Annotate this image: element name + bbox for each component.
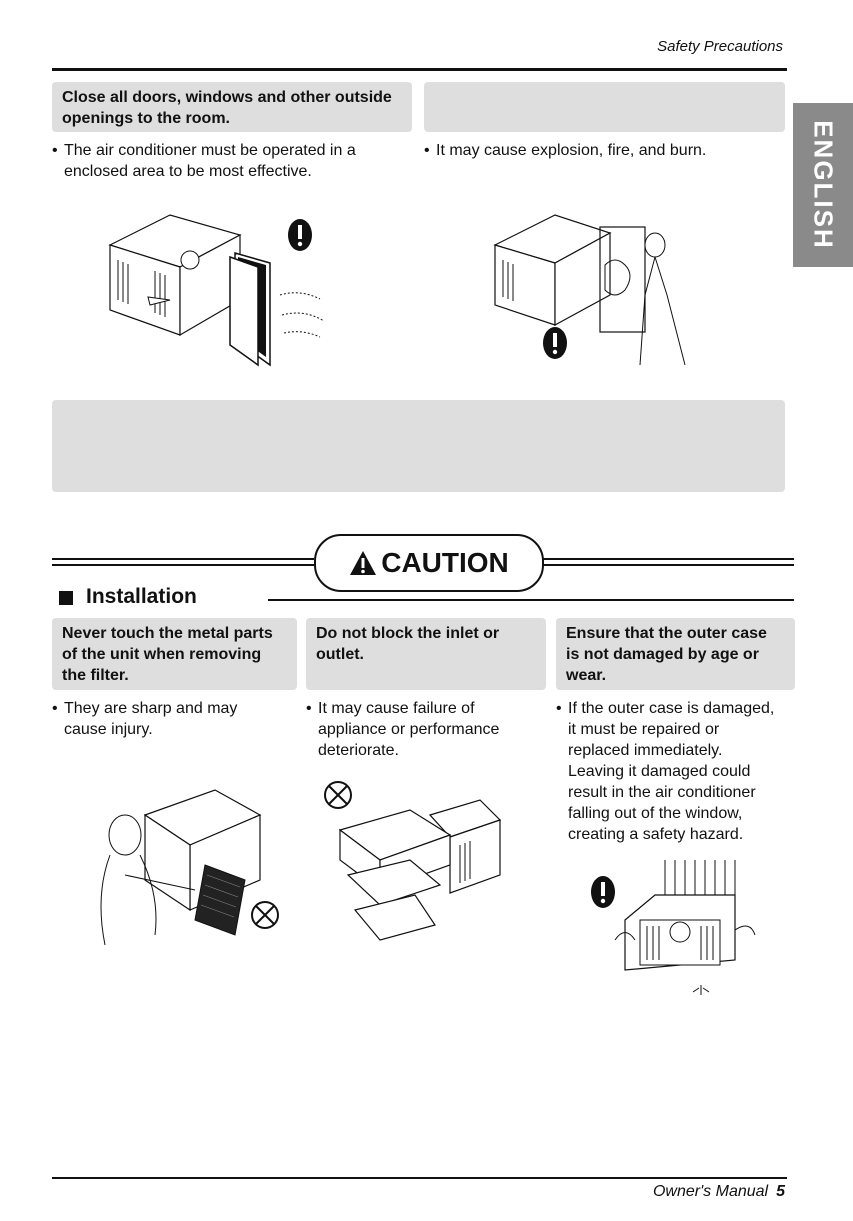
caution-label: CAUTION xyxy=(381,547,509,578)
top-left-heading-line2: openings to the room. xyxy=(62,110,230,127)
col3-heading: Ensure that the outer case is not damage… xyxy=(556,618,795,690)
footer: Owner's Manual 5 xyxy=(653,1183,785,1201)
section-title: Installation xyxy=(86,585,197,608)
warning-triangle-icon xyxy=(350,551,377,575)
door-open-illustration xyxy=(108,214,325,367)
section-square-icon xyxy=(59,591,73,605)
language-tab-label: ENGLISH xyxy=(808,120,839,250)
caution-banner: CAUTION xyxy=(52,534,794,592)
footer-rule xyxy=(52,1177,787,1179)
col1-bullet: •They are sharp and may cause injury. xyxy=(52,700,238,738)
window-woman-illustration xyxy=(493,214,686,366)
top-right-bullet: •It may cause explosion, fire, and burn. xyxy=(424,142,707,159)
damaged-case-illustration xyxy=(591,860,756,995)
top-left-bullet-line1: The air conditioner must be operated in … xyxy=(64,142,356,159)
footer-page-number: 5 xyxy=(776,1183,785,1200)
blocked-inlet-illustration xyxy=(324,781,502,941)
top-left-heading-line1: Close all doors, windows and other outsi… xyxy=(62,89,392,106)
top-left-bullet: •The air conditioner must be operated in… xyxy=(52,140,412,182)
top-right-bullet-text: It may cause explosion, fire, and burn. xyxy=(436,142,707,159)
footer-manual-title: Owner's Manual xyxy=(652,1183,769,1200)
filter-removal-illustration xyxy=(100,789,279,946)
header-rule xyxy=(52,68,787,71)
top-left-heading: Close all doors, windows and other outsi… xyxy=(52,82,412,132)
section-installation: Installation xyxy=(52,585,794,613)
top-right-heading xyxy=(424,82,785,132)
col2-heading: Do not block the inlet or outlet. xyxy=(306,618,546,690)
col3-bullet: •If the outer case is damaged, it must b… xyxy=(556,700,775,843)
col1-heading: Never touch the metal parts of the unit … xyxy=(52,618,297,690)
caution-rule-left xyxy=(52,558,314,566)
col2-bullet: •It may cause failure of appliance or pe… xyxy=(306,700,500,759)
top-left-bullet-line2: enclosed area to be most effective. xyxy=(64,163,312,180)
caution-rule-right xyxy=(540,558,794,566)
wide-notice-box xyxy=(52,400,785,492)
language-tab: ENGLISH xyxy=(793,103,853,267)
caution-label-pill: CAUTION xyxy=(314,534,544,592)
section-rule xyxy=(268,599,794,601)
page-header-title: Safety Precautions xyxy=(657,38,783,55)
